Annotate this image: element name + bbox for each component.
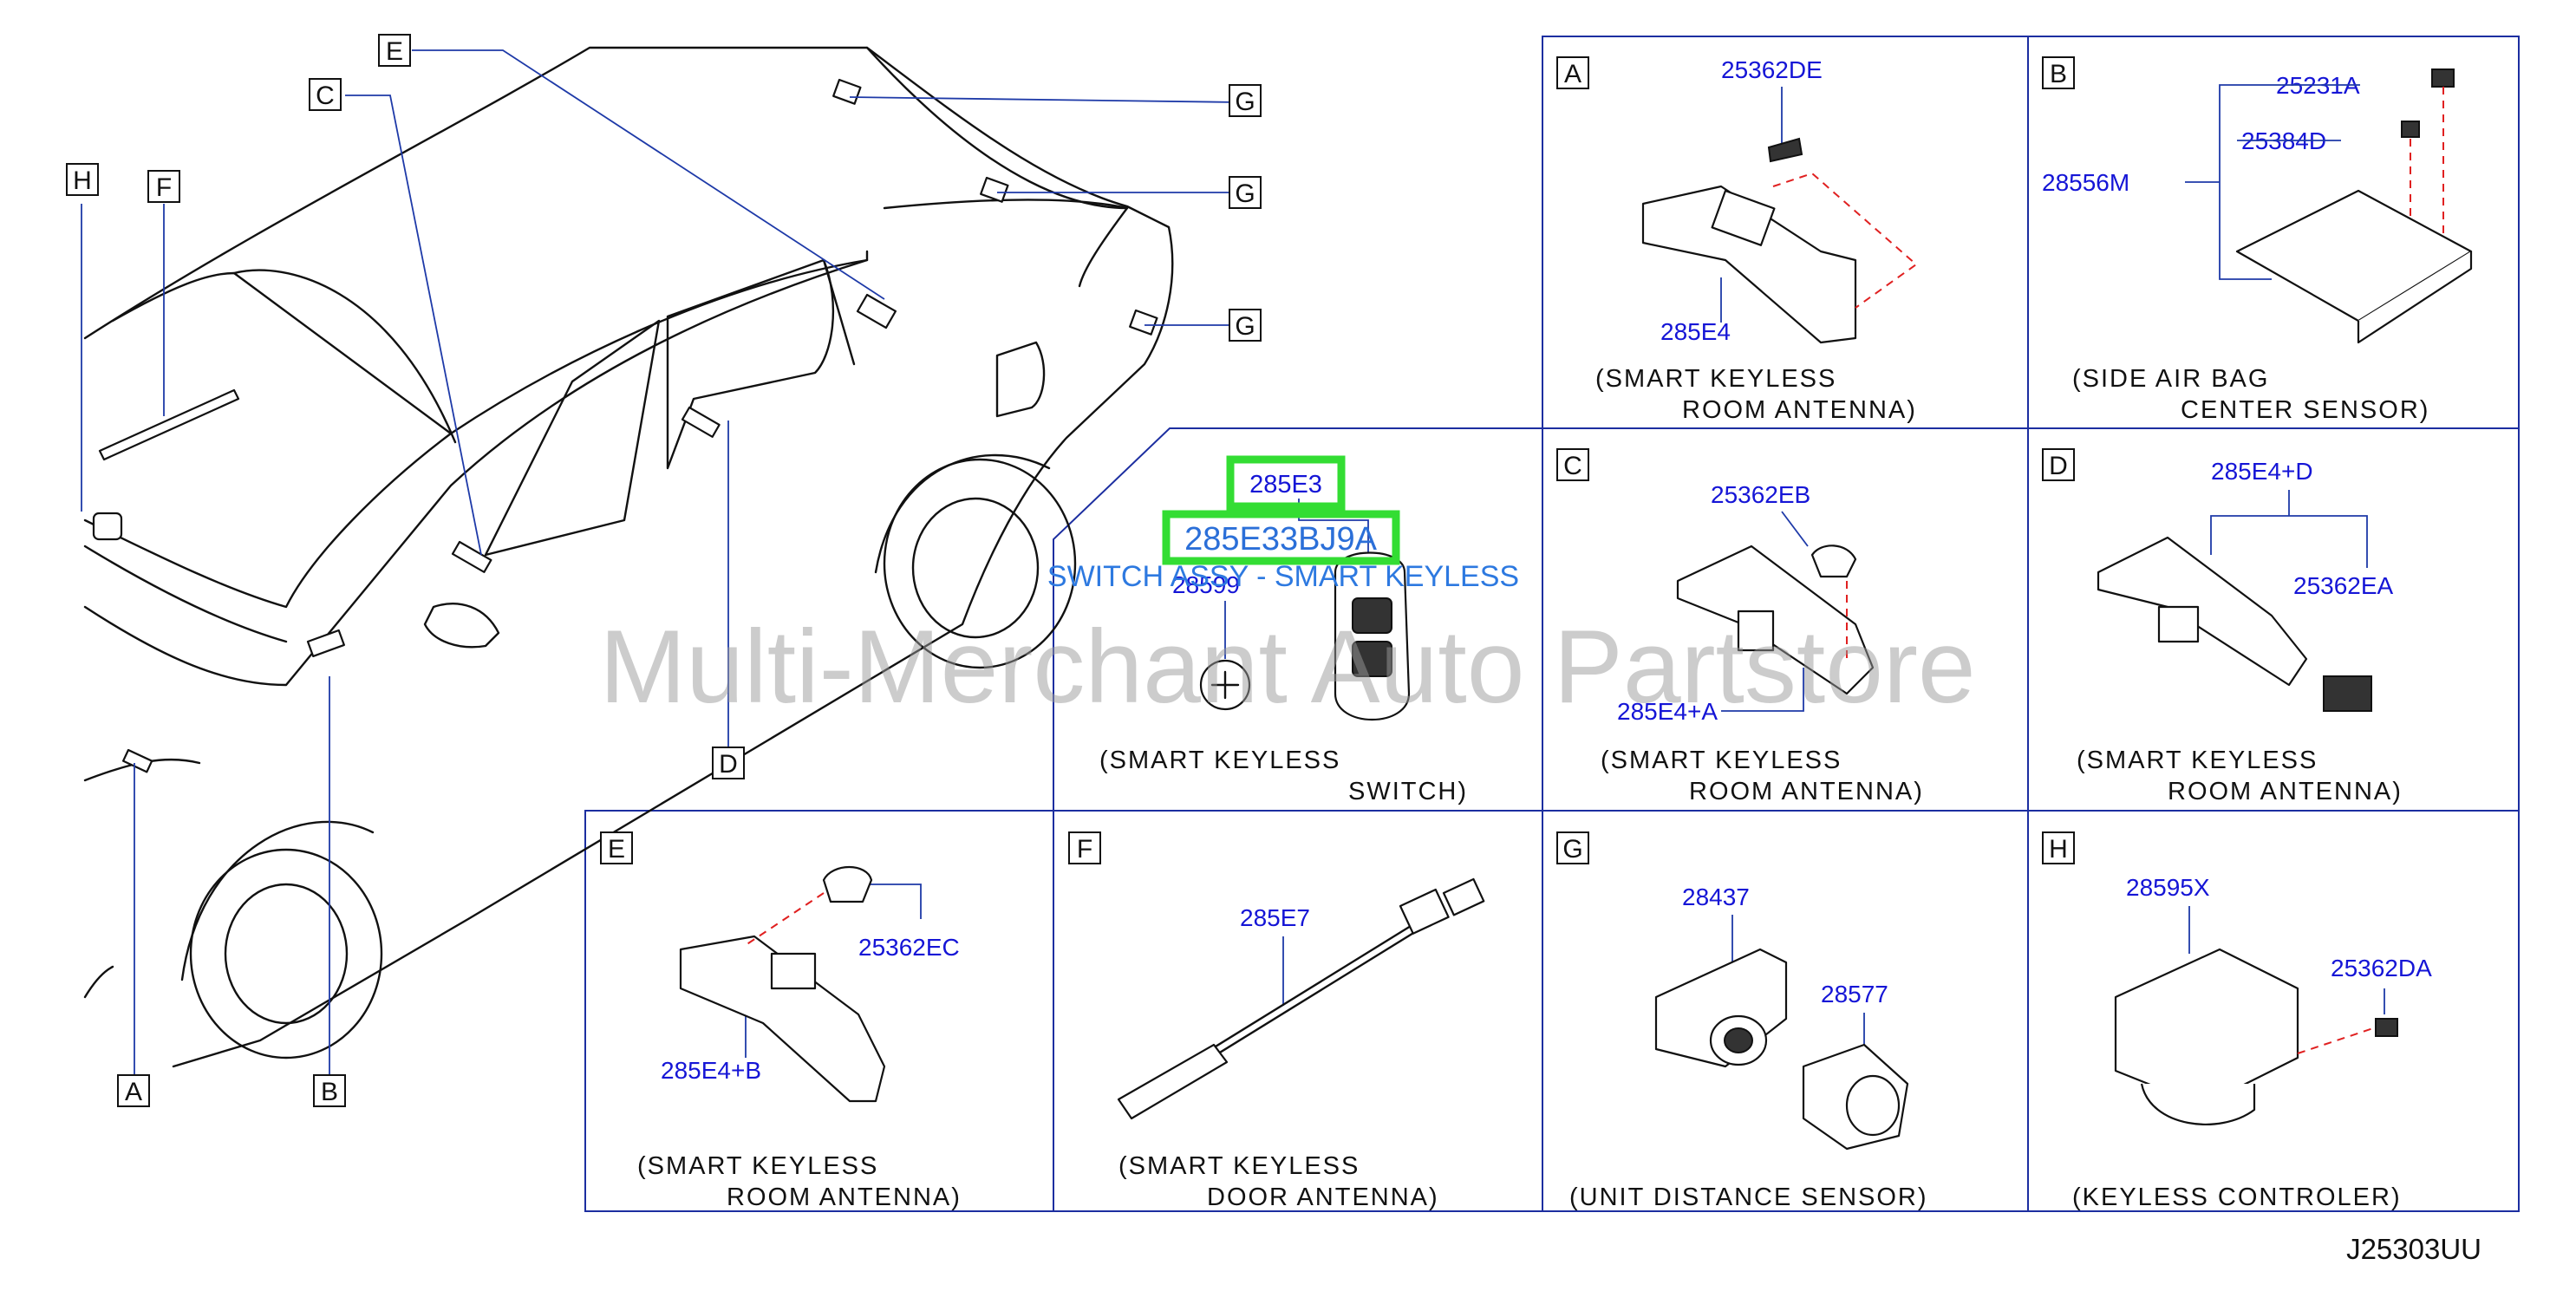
svg-text:F: F: [156, 173, 172, 202]
overview-letter-c[interactable]: C: [309, 78, 342, 111]
panel-f-letter: F: [1077, 835, 1092, 864]
panel-f-caption-1: (SMART KEYLESS: [1118, 1152, 1360, 1180]
panel-switch-caption-1: (SMART KEYLESS: [1099, 747, 1340, 774]
panel-b-letter-box: [2042, 56, 2075, 89]
panel-h-letter: H: [2049, 835, 2068, 864]
overview-letter-g-1[interactable]: G: [1229, 84, 1262, 117]
panel-f-caption-2: DOOR ANTENNA): [1207, 1183, 1439, 1211]
overview-letter-b[interactable]: B: [313, 1074, 346, 1107]
part-25362ea[interactable]: 25362EA: [2293, 572, 2394, 599]
part-28437[interactable]: 28437: [1682, 883, 1750, 910]
panel-a-caption-2: ROOM ANTENNA): [1682, 396, 1917, 424]
panel-e-caption-1: (SMART KEYLESS: [637, 1152, 878, 1180]
panel-f: F 285E7 (SMART KEYLESS DOOR ANTENNA): [1068, 831, 1485, 1211]
part-25362da[interactable]: 25362DA: [2331, 955, 2432, 981]
svg-text:D: D: [719, 750, 738, 779]
panel-a-caption-1: (SMART KEYLESS: [1595, 365, 1836, 393]
panel-g-letter-box: [1556, 831, 1589, 864]
overview-letter-a[interactable]: A: [117, 1074, 150, 1107]
part-28577[interactable]: 28577: [1821, 981, 1888, 1007]
panel-g-caption-1: (UNIT DISTANCE SENSOR): [1569, 1183, 1928, 1211]
panel-switch: 28599 (SMART KEYLESS SWITCH): [1099, 499, 1468, 805]
part-28599[interactable]: 28599: [1172, 571, 1240, 598]
panel-a-letter: A: [1564, 60, 1581, 88]
panel-c-caption-1: (SMART KEYLESS: [1601, 747, 1842, 774]
panel-f-frame: [1053, 810, 1543, 1212]
panel-e-caption-2: ROOM ANTENNA): [727, 1183, 962, 1211]
svg-text:G: G: [1235, 179, 1255, 208]
highlight-box-full: [1162, 510, 1400, 565]
panel-d-letter: D: [2049, 452, 2068, 480]
panel-g: G 28437 28577 (UNIT DISTANCE SENSOR): [1556, 831, 1928, 1211]
highlight-box-short: [1226, 455, 1346, 511]
car-overview: H F C E G G G D: [66, 34, 1262, 1107]
highlight-full-part-number[interactable]: 285E33BJ9A: [1184, 521, 1377, 557]
overview-letter-g-2[interactable]: G: [1229, 176, 1262, 209]
svg-text:G: G: [1235, 88, 1255, 116]
panel-b-caption-1: (SIDE AIR BAG: [2072, 365, 2269, 393]
part-25362ec[interactable]: 25362EC: [858, 934, 960, 961]
overview-letter-f[interactable]: F: [147, 170, 180, 203]
svg-text:G: G: [1235, 312, 1255, 341]
highlight-part-number[interactable]: 285E3: [1249, 471, 1322, 499]
svg-text:E: E: [386, 37, 403, 66]
overview-letter-e[interactable]: E: [378, 34, 411, 67]
panel-c: C 25362EB 285E4+A (SMART KEYLESS ROOM AN…: [1556, 448, 1924, 805]
panel-b: B 25231A 25384D 28556M (SIDE AIR BAG CEN…: [2042, 56, 2473, 424]
panel-c-letter: C: [1563, 452, 1582, 480]
panel-g-letter: G: [1562, 835, 1582, 864]
diagram-code: J25303UU: [2346, 1233, 2481, 1265]
part-285e4-a[interactable]: 285E4+A: [1617, 698, 1718, 725]
highlight-callouts: 285E3 285E33BJ9A SWITCH ASSY - SMART KEY…: [1047, 455, 1519, 593]
overview-letter-g-3[interactable]: G: [1229, 309, 1262, 342]
part-285e4-b[interactable]: 285E4+B: [661, 1057, 761, 1084]
part-285e7[interactable]: 285E7: [1240, 904, 1310, 931]
panel-a-letter-box: [1556, 56, 1589, 89]
panel-c-letter-box: [1556, 448, 1589, 481]
panel-d-caption-2: ROOM ANTENNA): [2168, 778, 2403, 805]
smart-key-fob: [1334, 551, 1411, 720]
part-25362eb[interactable]: 25362EB: [1711, 481, 1810, 508]
svg-text:A: A: [125, 1078, 142, 1106]
panel-e-letter: E: [608, 835, 625, 864]
svg-text:H: H: [73, 166, 92, 195]
panel-a: A 25362DE 285E4 (SMART KEYLESS ROOM ANTE…: [1556, 56, 1918, 424]
panel-b-letter: B: [2050, 60, 2067, 88]
part-25362de[interactable]: 25362DE: [1721, 56, 1823, 83]
panel-h-frame: [2027, 810, 2520, 1212]
panel-f-letter-box: [1068, 831, 1101, 864]
panel-d-letter-box: [2042, 448, 2075, 481]
part-28556m[interactable]: 28556M: [2042, 169, 2129, 196]
svg-text:C: C: [316, 82, 335, 110]
panel-d: D 285E4+D 25362EA (SMART KEYLESS ROOM AN…: [2042, 448, 2403, 805]
svg-text:B: B: [321, 1078, 338, 1106]
panel-h-letter-box: [2042, 831, 2075, 864]
panel-e-letter-box: [600, 831, 633, 864]
part-285e4-d[interactable]: 285E4+D: [2211, 458, 2313, 485]
panel-grid: [584, 36, 2520, 1212]
part-285e4[interactable]: 285E4: [1660, 318, 1731, 345]
panel-h-caption-1: (KEYLESS CONTROLER): [2072, 1183, 2402, 1211]
panel-switch-caption-2: SWITCH): [1348, 778, 1468, 805]
watermark: Multi-Merchant Auto Partstore: [599, 609, 1975, 725]
panel-d-caption-1: (SMART KEYLESS: [2077, 747, 2318, 774]
panel-e: E 25362EC 285E4+B (SMART KEYLESS ROOM AN…: [600, 831, 962, 1211]
panel-c-caption-2: ROOM ANTENNA): [1689, 778, 1924, 805]
panel-h: H 28595X 25362DA (KEYLESS CONTROLER): [2042, 831, 2432, 1211]
part-28595x[interactable]: 28595X: [2126, 874, 2210, 901]
overview-letter-d[interactable]: D: [712, 747, 745, 779]
highlight-part-name: SWITCH ASSY - SMART KEYLESS: [1047, 560, 1519, 593]
overview-letter-h[interactable]: H: [66, 163, 99, 196]
panel-b-caption-2: CENTER SENSOR): [2181, 396, 2429, 424]
